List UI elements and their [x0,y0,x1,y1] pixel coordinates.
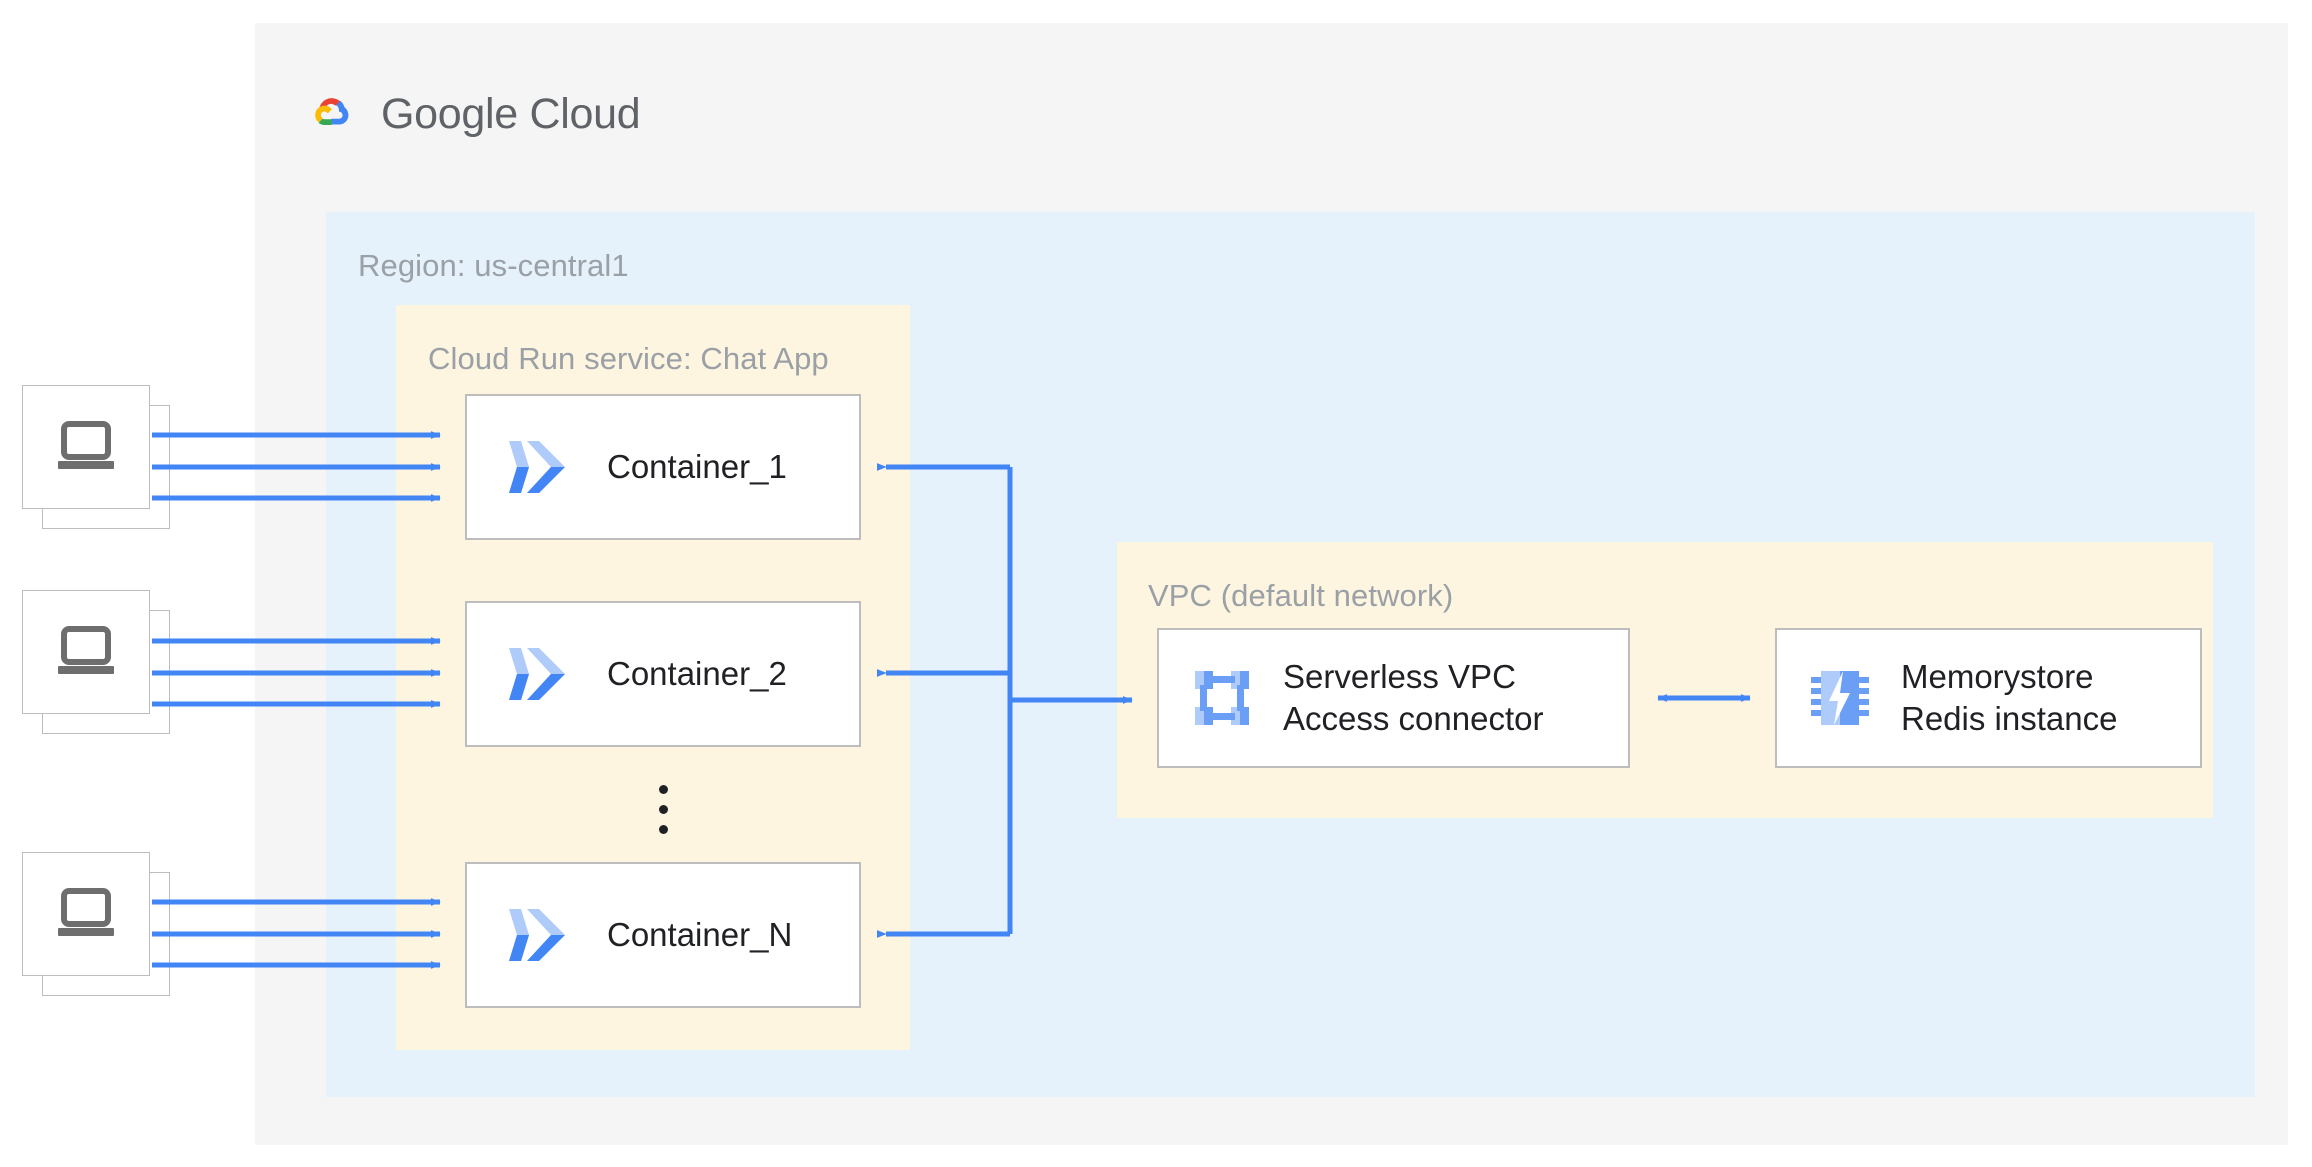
ellipsis-dot [659,825,668,834]
memorystore-label: Memorystore Redis instance [1901,658,2118,737]
container-node-n[interactable]: Container_N [465,862,861,1008]
connector-label: Serverless VPC Access connector [1283,658,1544,737]
container-node-2[interactable]: Container_2 [465,601,861,747]
region-label: Region: us-central1 [358,248,629,283]
serverless-vpc-access-connector-icon [1195,671,1249,725]
container-label: Container_2 [607,655,787,693]
laptop-icon [58,888,114,936]
container-node-1[interactable]: Container_1 [465,394,861,540]
vpc-label: VPC (default network) [1148,578,1454,613]
cloud-run-service-label: Cloud Run service: Chat App [428,341,829,376]
ellipsis-dot [659,785,668,794]
ellipsis-dot [659,805,668,814]
client-card-front [22,385,150,509]
cloud-run-icon [509,441,565,493]
client-stack-3[interactable] [22,852,172,998]
laptop-icon [58,626,114,674]
client-card-front [22,852,150,976]
cloud-run-icon [509,648,565,700]
wordmark-google: Google [381,90,518,138]
cloud-run-icon [509,909,565,961]
google-cloud-mark-icon [315,97,349,125]
serverless-vpc-access-connector-node[interactable]: Serverless VPC Access connector [1157,628,1630,768]
google-cloud-wordmark: Google Cloud [381,90,641,139]
client-stack-2[interactable] [22,590,172,736]
client-stack-1[interactable] [22,385,172,531]
container-label: Container_N [607,916,793,954]
memorystore-redis-icon [1811,671,1869,725]
vertical-ellipsis-icon [659,785,668,834]
laptop-icon [58,421,114,469]
wordmark-cloud: Cloud [529,90,641,138]
client-card-front [22,590,150,714]
container-label: Container_1 [607,448,787,486]
memorystore-redis-node[interactable]: Memorystore Redis instance [1775,628,2202,768]
google-cloud-logo: Google Cloud [303,90,641,139]
